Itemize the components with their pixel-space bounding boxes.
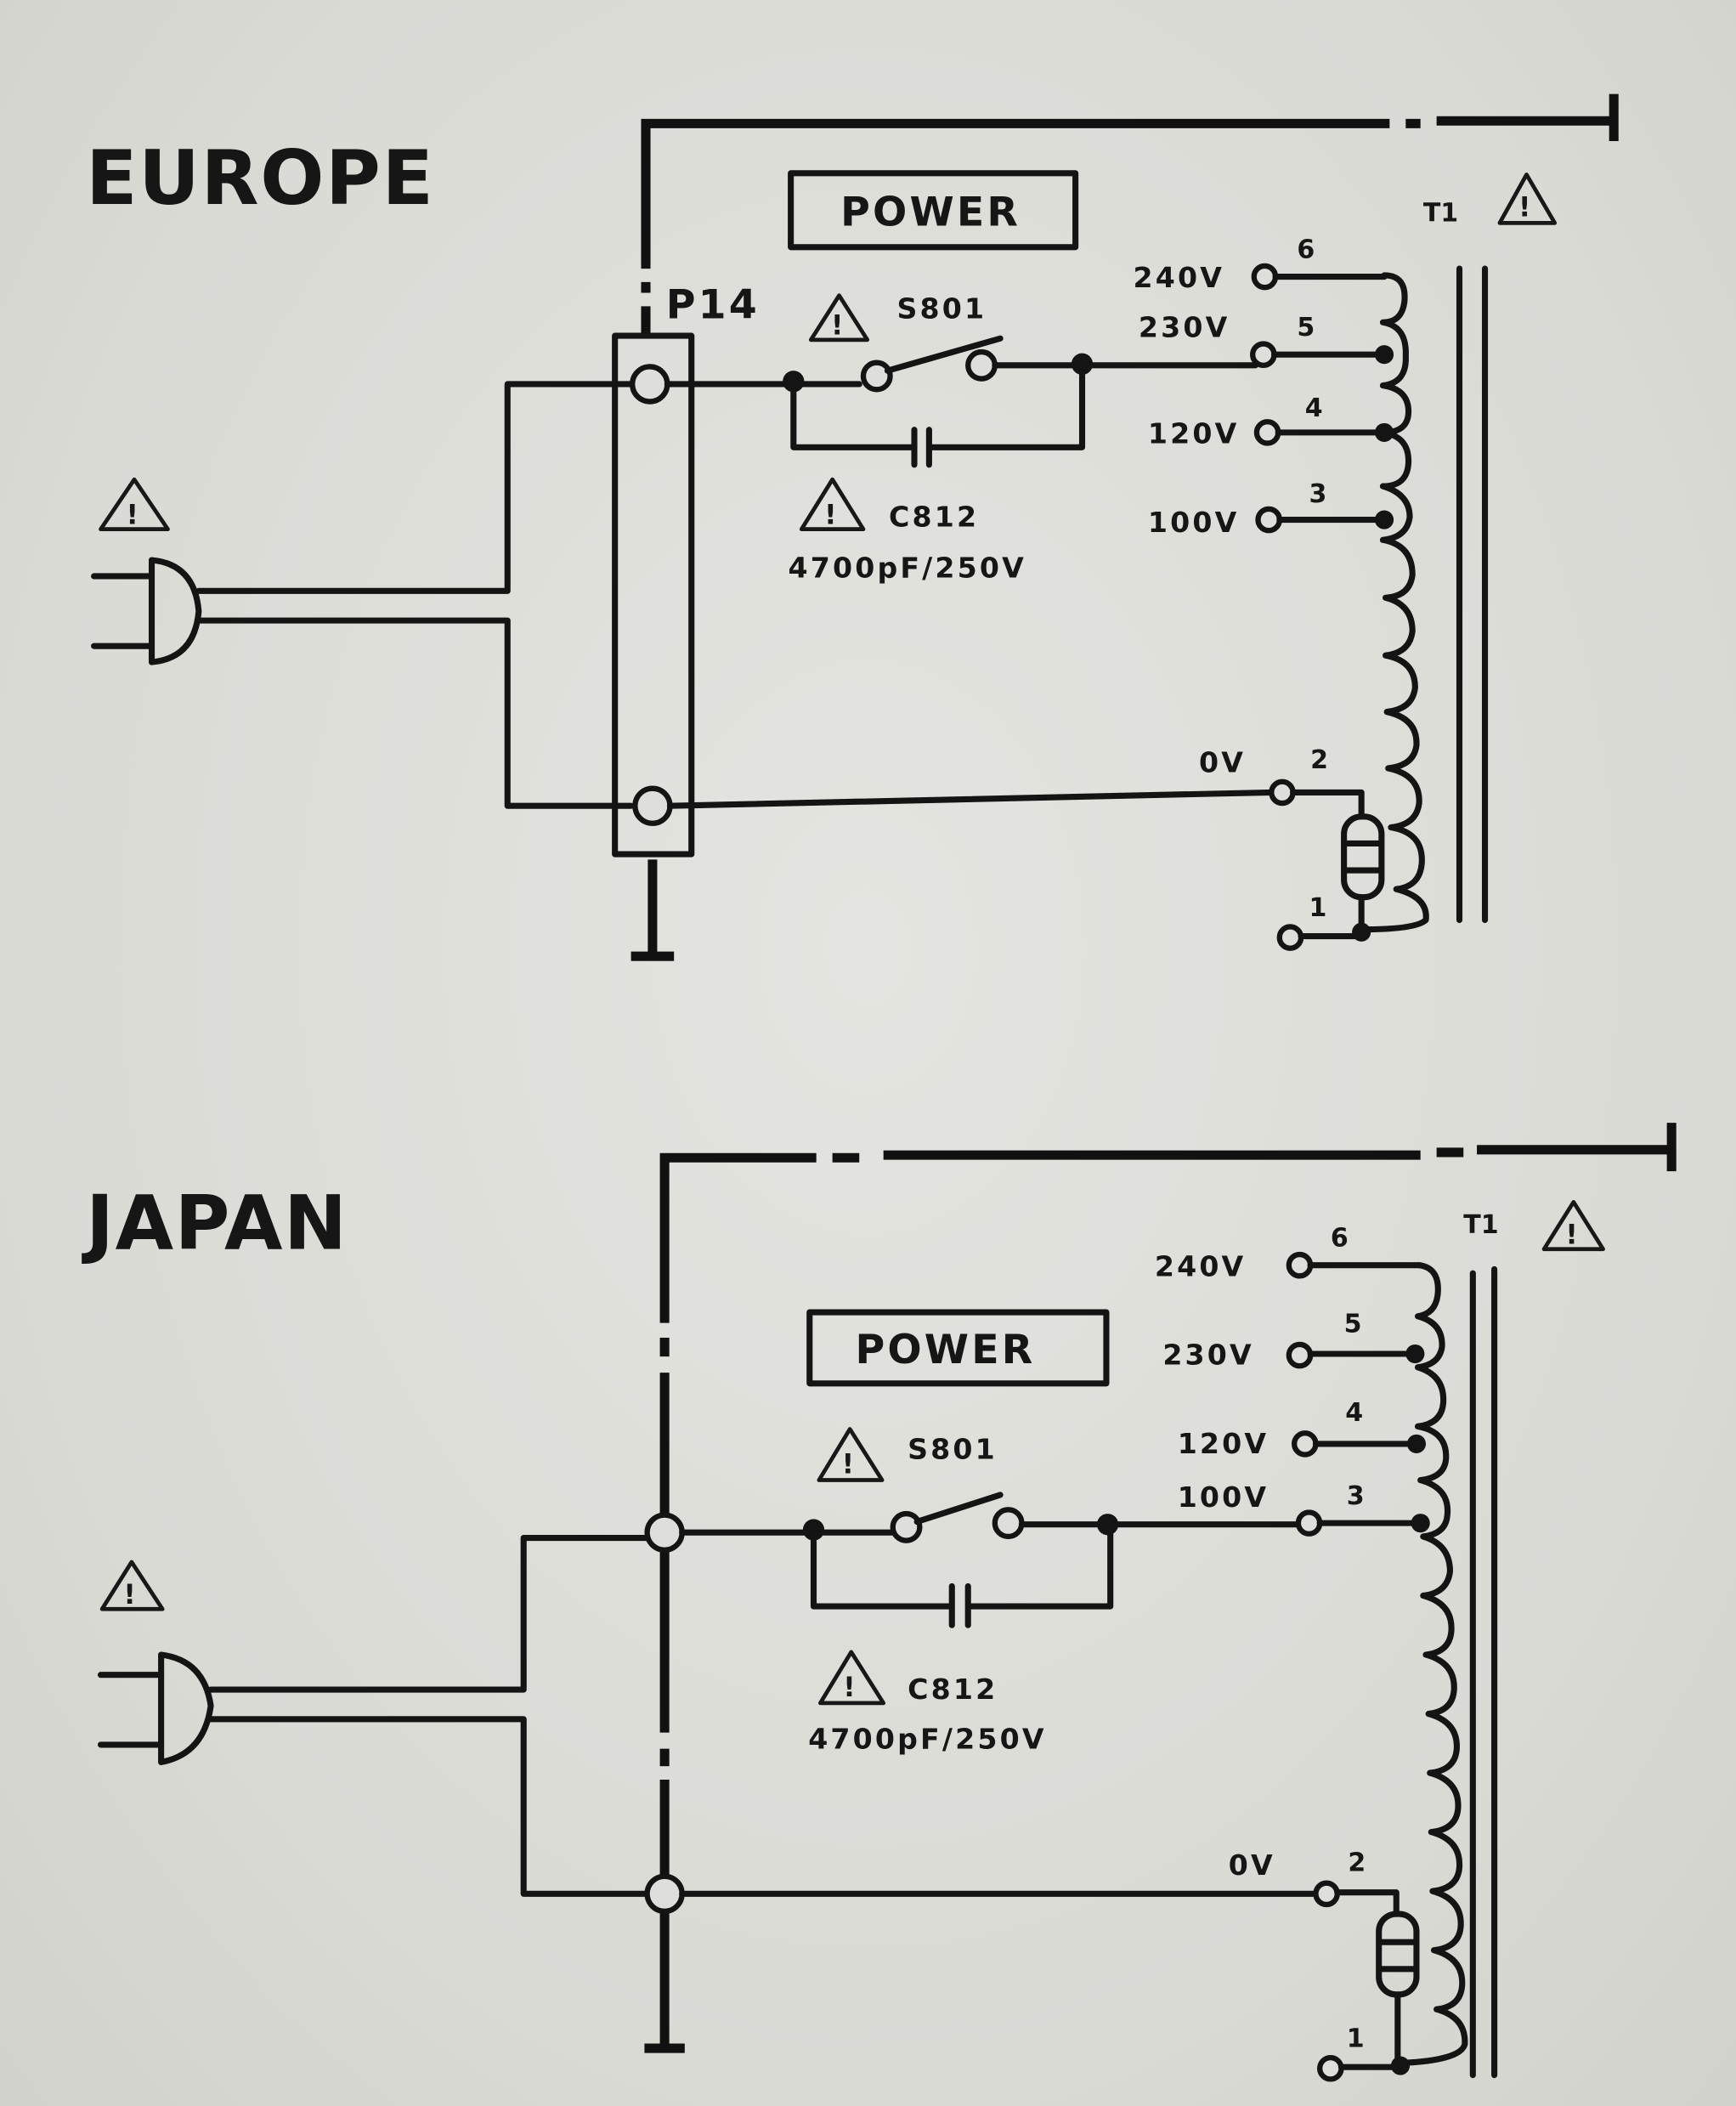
transformer-core xyxy=(1469,1265,1498,2079)
svg-text:!: ! xyxy=(842,1450,854,1480)
svg-text:1: 1 xyxy=(1347,2024,1365,2053)
connector-ref-label: P14 xyxy=(666,282,760,329)
transformer-t1-europe: T1 ! 240V 6 230V 5 xyxy=(1134,173,1558,951)
region-title-europe: EUROPE xyxy=(86,134,434,222)
thermal-fuse xyxy=(1341,813,1385,933)
transformer-ref: T1 xyxy=(1423,199,1458,229)
tap-0v: 0V 2 xyxy=(1199,745,1365,820)
tap-230v: 230V 5 xyxy=(1162,1310,1425,1372)
svg-text:4: 4 xyxy=(1345,1398,1363,1428)
svg-text:120V: 120V xyxy=(1148,417,1240,450)
section-japan: JAPAN ! POWER xyxy=(82,1123,1677,2082)
svg-text:230V: 230V xyxy=(1162,1339,1254,1372)
connector-pin-1 xyxy=(630,364,670,405)
power-switch-s801: ! S801 xyxy=(679,1427,1302,1543)
neutral-wire xyxy=(666,789,1275,809)
warning-icon: ! xyxy=(99,1560,165,1611)
transformer-winding xyxy=(1358,272,1429,933)
svg-text:3: 3 xyxy=(1347,1481,1365,1511)
warning-icon: ! xyxy=(808,293,870,343)
junction-terminal-live xyxy=(644,1512,685,1553)
transformer-core xyxy=(1456,265,1489,924)
capacitor-ref: C812 xyxy=(908,1673,998,1706)
svg-text:240V: 240V xyxy=(1134,261,1225,294)
svg-text:5: 5 xyxy=(1297,313,1315,343)
svg-text:100V: 100V xyxy=(1178,1480,1269,1514)
capacitor-c812: ! C812 4700pF/250V xyxy=(808,1521,1114,1756)
connector-p14 xyxy=(612,332,695,961)
svg-text:6: 6 xyxy=(1331,1224,1349,1254)
switch-ref: S801 xyxy=(908,1432,998,1465)
tap-pin-1: 1 xyxy=(1317,2024,1411,2082)
svg-text:0V: 0V xyxy=(1199,746,1246,779)
svg-text:!: ! xyxy=(123,1580,135,1611)
svg-text:0V: 0V xyxy=(1229,1848,1275,1882)
mains-plug-europe xyxy=(91,381,635,809)
region-title-japan: JAPAN xyxy=(82,1180,348,1267)
tap-120v: 120V 4 xyxy=(1178,1398,1427,1460)
tap-240v: 240V 6 xyxy=(1155,1224,1422,1282)
tap-120v: 120V 4 xyxy=(1148,393,1394,450)
svg-text:120V: 120V xyxy=(1178,1427,1269,1460)
tap-100v: 100V 3 xyxy=(1148,479,1394,539)
power-switch-box xyxy=(806,1309,1110,1387)
warning-icon: ! xyxy=(799,477,866,532)
switch-ref: S801 xyxy=(896,292,987,326)
transformer-winding xyxy=(1399,1262,1468,2066)
transformer-ref: T1 xyxy=(1463,1210,1498,1240)
warning-icon: ! xyxy=(817,1427,885,1482)
mains-plug-japan xyxy=(97,1534,651,1897)
power-switch-box xyxy=(788,170,1079,251)
svg-text:!: ! xyxy=(824,500,836,530)
warning-icon: ! xyxy=(1497,173,1558,225)
svg-text:5: 5 xyxy=(1344,1310,1362,1339)
thermal-fuse xyxy=(1376,1911,1420,2066)
tap-230v: 230V 5 xyxy=(1139,311,1394,369)
svg-text:2: 2 xyxy=(1348,1848,1366,1877)
chassis-boundary-europe xyxy=(641,93,1619,337)
warning-icon: ! xyxy=(1541,1200,1605,1252)
svg-text:!: ! xyxy=(843,1673,855,1703)
transformer-t1-japan: T1 ! 240V 6 230V 5 xyxy=(1155,1200,1605,2082)
tap-100v: 100V 3 xyxy=(1178,1480,1430,1537)
capacitor-c812: ! C812 4700pF/250V xyxy=(788,360,1086,585)
svg-text:100V: 100V xyxy=(1148,506,1240,539)
capacitor-value: 4700pF/250V xyxy=(808,1723,1047,1756)
power-label: POWER xyxy=(855,1327,1035,1373)
svg-text:240V: 240V xyxy=(1155,1249,1247,1282)
connector-pin-2 xyxy=(632,785,673,826)
svg-text:!: ! xyxy=(1565,1220,1577,1250)
capacitor-value: 4700pF/250V xyxy=(788,552,1026,585)
svg-text:4: 4 xyxy=(1305,393,1323,423)
svg-text:6: 6 xyxy=(1297,235,1315,264)
svg-text:!: ! xyxy=(1518,192,1530,223)
svg-text:230V: 230V xyxy=(1139,311,1230,344)
svg-text:2: 2 xyxy=(1310,745,1328,775)
tap-pin-1: 1 xyxy=(1276,893,1371,951)
power-switch-s801: ! S801 xyxy=(664,292,1258,393)
svg-text:1: 1 xyxy=(1309,893,1327,923)
capacitor-ref: C812 xyxy=(889,500,979,533)
tap-0v: 0V 2 xyxy=(1229,1848,1400,1917)
svg-text:3: 3 xyxy=(1309,479,1327,509)
tap-240v: 240V 6 xyxy=(1134,235,1388,294)
chassis-boundary-japan xyxy=(644,1123,1677,2053)
power-label: POWER xyxy=(840,189,1021,235)
svg-text:!: ! xyxy=(831,311,843,342)
warning-icon: ! xyxy=(818,1650,886,1706)
svg-text:!: ! xyxy=(127,500,139,530)
section-europe: EUROPE P14 ! POWER xyxy=(86,93,1619,961)
junction-terminal-neutral xyxy=(644,1873,685,1915)
warning-icon: ! xyxy=(99,477,170,532)
